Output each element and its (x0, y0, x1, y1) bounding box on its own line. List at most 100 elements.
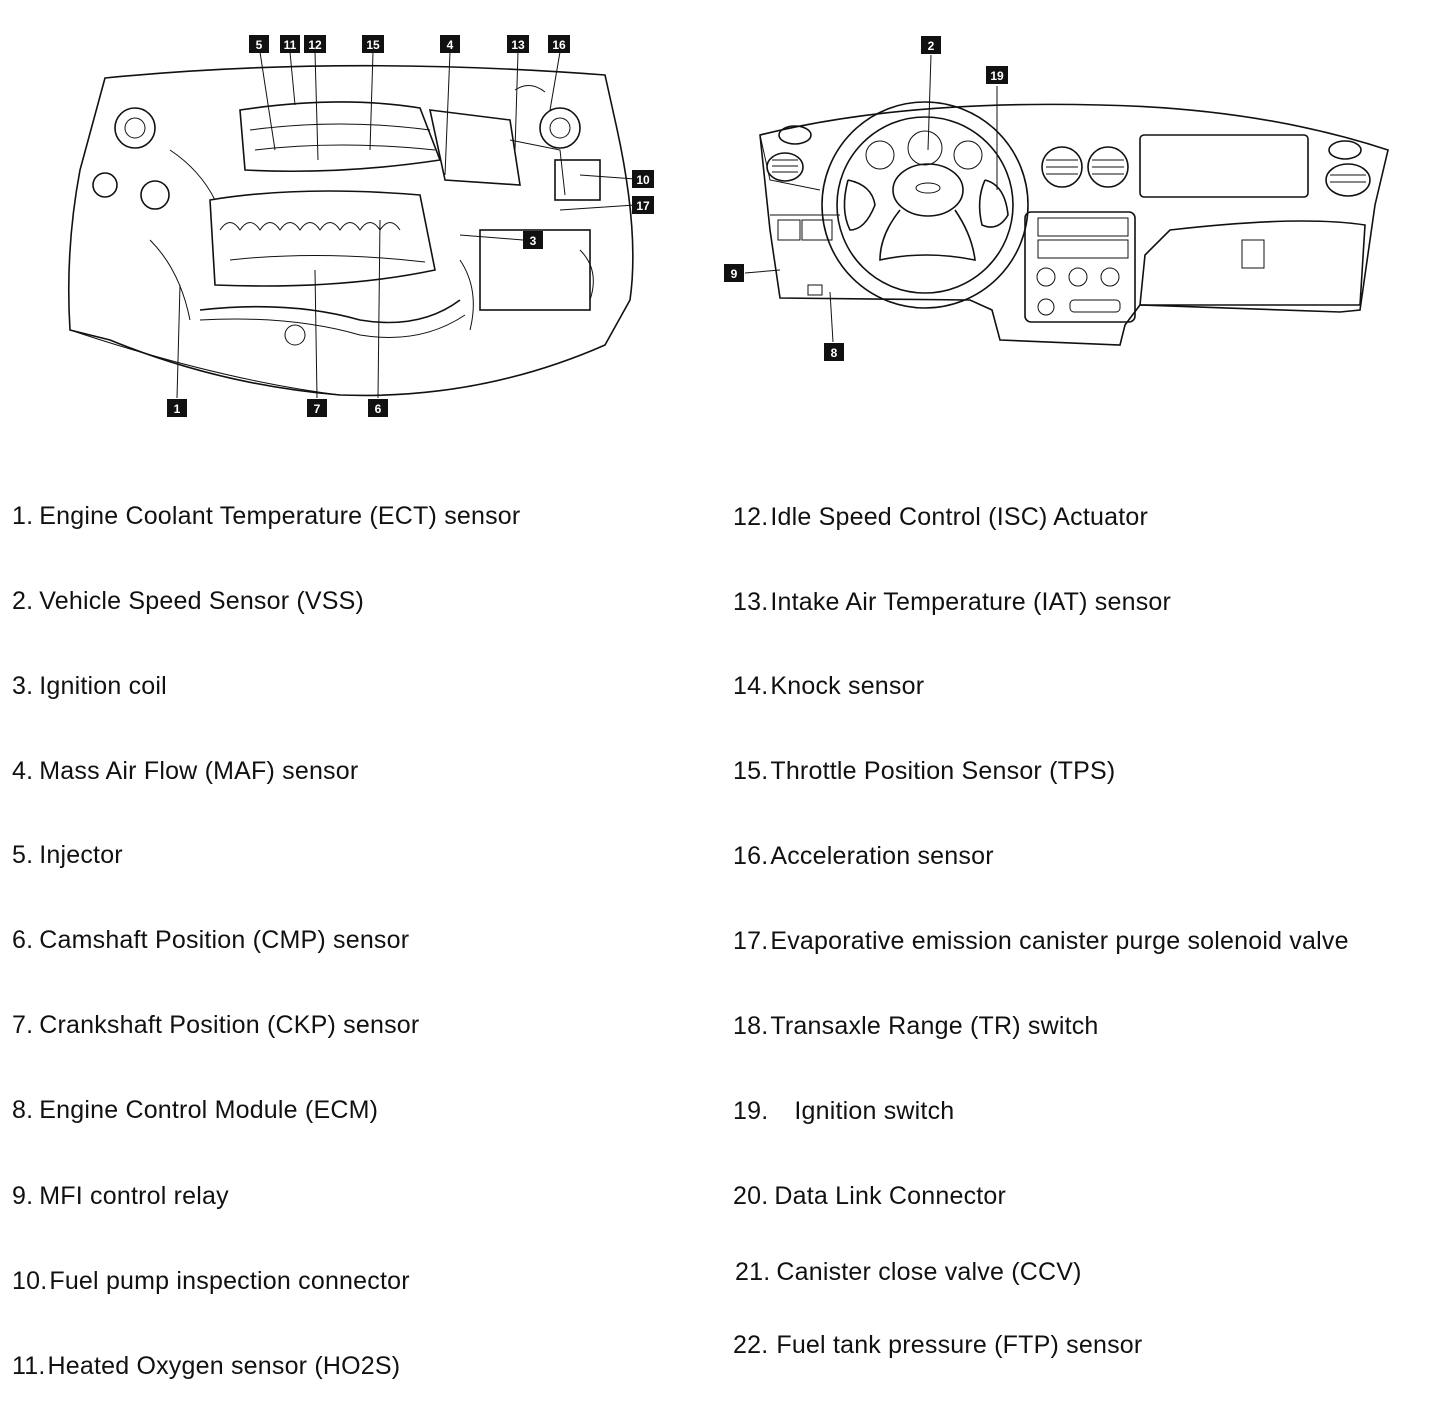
callout-label: 19 (990, 69, 1004, 83)
callout-label: 1 (174, 402, 181, 416)
callout-5: 5 (249, 35, 269, 53)
legend-number: 20. (733, 1182, 769, 1210)
legend-text: Engine Control Module (ECM) (39, 1096, 379, 1124)
legend-item: 17.Evaporative emission canister purge s… (733, 927, 1349, 956)
legend-text: MFI control relay (39, 1182, 229, 1210)
engine-bay-diagram: 5 11 12 15 4 13 16 10 17 3 1 7 6 (67, 35, 654, 417)
callout-label: 8 (831, 346, 838, 360)
legend-text: Injector (39, 841, 123, 869)
center-vent-right (1087, 146, 1129, 188)
left-strut-tower (114, 107, 156, 149)
callout-label: 6 (375, 402, 382, 416)
legend-number: 21. (735, 1258, 771, 1286)
legend-item: 18.Transaxle Range (TR) switch (733, 1012, 1099, 1041)
legend-number: 15. (733, 757, 769, 785)
legend-text: Fuel pump inspection connector (49, 1267, 410, 1295)
callout-8: 8 (824, 343, 844, 361)
legend-item: 14.Knock sensor (733, 672, 924, 701)
legend-text: Acceleration sensor (770, 842, 994, 870)
legend-text: Camshaft Position (CMP) sensor (39, 926, 410, 954)
legend-item: 16.Acceleration sensor (733, 842, 994, 871)
legend-text: Ignition switch (794, 1097, 955, 1125)
right-strut-tower (539, 107, 581, 149)
legend-number: 8. (12, 1096, 34, 1124)
legend-item: 1.Engine Coolant Temperature (ECT) senso… (12, 502, 520, 531)
callout-label: 11 (284, 38, 297, 52)
callout-label: 13 (511, 38, 525, 52)
center-vent-left (1041, 146, 1083, 188)
fuse-box (554, 159, 601, 201)
callout-7: 7 (307, 399, 327, 417)
legend-number: 14. (733, 672, 769, 700)
left-vent (778, 125, 812, 145)
engine-block (209, 190, 436, 287)
legend-number: 11. (12, 1352, 46, 1380)
legend-text: Evaporative emission canister purge sole… (770, 927, 1349, 955)
callout-label: 9 (731, 267, 738, 281)
callout-13: 13 (507, 35, 529, 53)
callout-2: 2 (921, 36, 941, 54)
legend-item: 11.Heated Oxygen sensor (HO2S) (12, 1352, 400, 1381)
engine-bay-outline (67, 64, 634, 397)
callout-6: 6 (368, 399, 388, 417)
legend-text: Canister close valve (CCV) (776, 1258, 1082, 1286)
legend-text: Throttle Position Sensor (TPS) (770, 757, 1116, 785)
legend-text: Fuel tank pressure (FTP) sensor (776, 1331, 1143, 1359)
callout-15: 15 (362, 35, 384, 53)
legend-number: 13. (733, 588, 769, 616)
legend-text: Crankshaft Position (CKP) sensor (39, 1011, 420, 1039)
legend-text: Idle Speed Control (ISC) Actuator (770, 503, 1148, 531)
callout-11: 11 (280, 35, 300, 53)
legend-text: Intake Air Temperature (IAT) sensor (770, 588, 1172, 616)
legend-number: 22. (733, 1331, 769, 1359)
engine-leader-lines (176, 51, 636, 399)
glovebox (1139, 220, 1366, 306)
callout-label: 17 (636, 199, 650, 213)
legend-item: 22.Fuel tank pressure (FTP) sensor (733, 1331, 1142, 1360)
legend-item: 9.MFI control relay (12, 1182, 229, 1211)
legend-number: 3. (12, 672, 34, 700)
callout-16: 16 (548, 35, 570, 53)
legend-number: 18. (733, 1012, 769, 1040)
legend-item: 10.Fuel pump inspection connector (12, 1267, 410, 1296)
legend-text: Ignition coil (39, 672, 167, 700)
legend-item: 3.Ignition coil (12, 672, 167, 701)
legend-text: Knock sensor (770, 672, 925, 700)
legend-number: 7. (12, 1011, 34, 1039)
info-display (1139, 134, 1309, 198)
legend-text: Data Link Connector (774, 1182, 1007, 1210)
dash-leader-lines (744, 54, 998, 343)
callout-9: 9 (724, 264, 744, 282)
callout-17: 17 (632, 196, 654, 214)
legend-text: Engine Coolant Temperature (ECT) sensor (39, 502, 521, 530)
right-vent (1325, 163, 1371, 197)
legend-number: 10. (12, 1267, 48, 1295)
callout-19: 19 (986, 66, 1008, 84)
callout-label: 5 (256, 38, 263, 52)
callout-label: 10 (636, 173, 650, 187)
callout-label: 12 (308, 38, 322, 52)
legend-text: Heated Oxygen sensor (HO2S) (47, 1352, 401, 1380)
callout-12: 12 (304, 35, 326, 53)
legend-item: 20.Data Link Connector (733, 1182, 1006, 1211)
air-cleaner (428, 109, 521, 186)
legend-number: 6. (12, 926, 34, 954)
legend-number: 5. (12, 841, 34, 869)
dashboard-diagram: 2 19 9 8 (724, 36, 1389, 361)
callout-label: 3 (530, 234, 537, 248)
callout-1: 1 (167, 399, 187, 417)
dashboard-outline (759, 103, 1389, 346)
legend-item: 6.Camshaft Position (CMP) sensor (12, 926, 409, 955)
legend-item: 15.Throttle Position Sensor (TPS) (733, 757, 1115, 786)
center-stack (1024, 211, 1136, 323)
legend-item: 4.Mass Air Flow (MAF) sensor (12, 757, 358, 786)
legend-item: 5.Injector (12, 841, 123, 870)
legend-text: Mass Air Flow (MAF) sensor (39, 757, 359, 785)
legend-number: 2. (12, 587, 34, 615)
legend-item: 2.Vehicle Speed Sensor (VSS) (12, 587, 364, 616)
callout-4: 4 (440, 35, 460, 53)
legend-number: 4. (12, 757, 34, 785)
steering-hub (892, 163, 964, 217)
legend-text: Vehicle Speed Sensor (VSS) (39, 587, 365, 615)
legend-number: 9. (12, 1182, 34, 1210)
